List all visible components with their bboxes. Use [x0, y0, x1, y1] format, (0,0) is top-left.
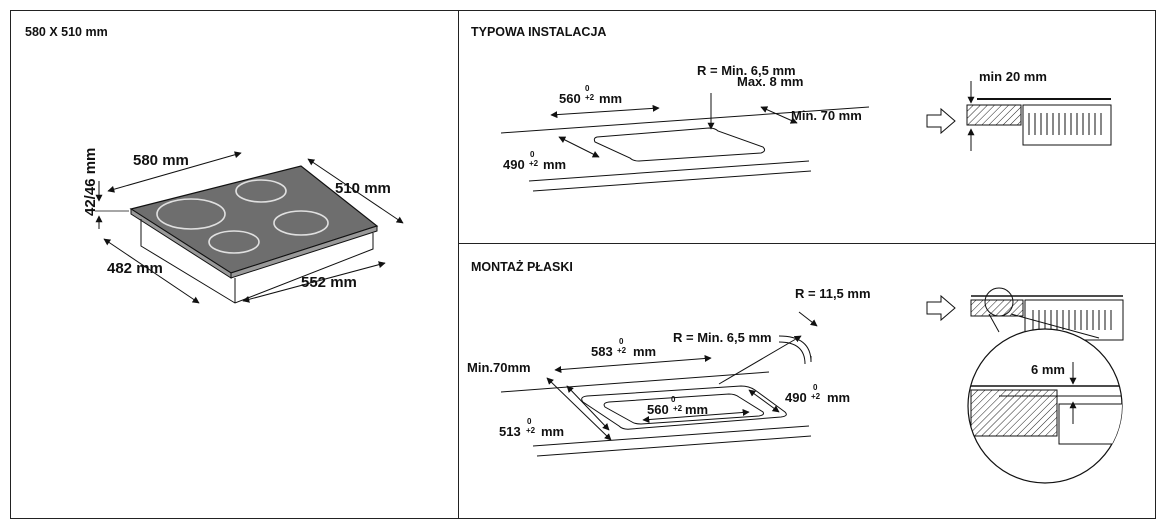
label-six-mm: 6 mm [1031, 362, 1065, 377]
label-tol-top-4: 0 [527, 417, 532, 426]
label-cut-width: 482 mm [107, 260, 163, 277]
burner-back [235, 179, 287, 203]
panel-title-flush: MONTAŻ PŁASKI [471, 260, 573, 274]
recess-inner [603, 393, 764, 425]
label-min70: Min.70mm [467, 360, 531, 375]
label-inner-depth: 490 [785, 390, 807, 405]
arrow-pointer-icon-2 [926, 294, 956, 322]
burner-right [273, 210, 329, 236]
label-min-20: min 20 mm [979, 69, 1047, 84]
hob-section-hatched [966, 104, 1022, 126]
cutout-outline [593, 127, 766, 162]
label-tol-top-2: 0 [530, 150, 535, 159]
label-outer-depth: 513 [499, 424, 521, 439]
burner-large [156, 198, 226, 230]
label-tol-bot-6: +2 [811, 392, 821, 401]
hob-drawing: 580 mm 510 mm 42/46 mm 482 mm 552 mm [82, 148, 404, 304]
flush-install-drawing: R = 11,5 mm R = Min. 6,5 mm 583 0 +2 mm … [467, 286, 1124, 484]
label-tol-bot-2: +2 [529, 159, 539, 168]
label-unit: mm [599, 91, 622, 106]
label-tol-top-6: 0 [813, 383, 818, 392]
label-tol-top-5: 0 [671, 395, 676, 404]
worktop-section [1022, 104, 1112, 146]
label-height: 42/46 mm [82, 148, 99, 216]
label-tol-top: 0 [585, 84, 590, 93]
label-width-val: 560 [559, 91, 581, 106]
panel-hob-dimensions: 580 X 510 mm [10, 10, 459, 519]
label-unit-6: mm [827, 390, 850, 405]
label-unit-2: mm [543, 157, 566, 172]
standard-install-drawing: R = Min. 6,5 mm Max. 8 mm 560 0 +2 mm 49… [500, 63, 1112, 192]
label-tol-bot-3: +2 [617, 346, 627, 355]
hob-section-flush [970, 299, 1024, 317]
label-unit-3: mm [633, 344, 656, 359]
label-unit-5: mm [685, 402, 708, 417]
panel-title-standard: TYPOWA INSTALACJA [471, 25, 607, 39]
label-radius: R = Min. 6,5 mm [697, 63, 796, 78]
label-radius-inner: R = Min. 6,5 mm [673, 330, 772, 345]
detail-marker-circle [984, 287, 1014, 317]
burner-front [208, 230, 260, 254]
arrow-pointer-icon [926, 107, 956, 135]
label-tol-bot-4: +2 [526, 426, 536, 435]
label-tol-bot-5: +2 [673, 404, 683, 413]
label-outer-width: 583 [591, 344, 613, 359]
label-inner-width: 560 [647, 402, 669, 417]
label-radius-max: Max. 8 mm [737, 74, 803, 89]
panel-standard-installation: TYPOWA INSTALACJA R = Min. 6,5 mm [458, 10, 1156, 244]
label-tol-top-3: 0 [619, 337, 624, 346]
label-depth-val: 490 [503, 157, 525, 172]
label-tol-bot: +2 [585, 93, 595, 102]
label-radius-outer: R = 11,5 mm [795, 286, 871, 301]
label-min-dist: Min. 70 mm [791, 108, 862, 123]
label-depth: 510 mm [335, 180, 391, 197]
label-unit-4: mm [541, 424, 564, 439]
panel-title-size: 580 X 510 mm [25, 25, 108, 39]
label-cut-depth: 552 mm [301, 274, 357, 291]
label-width: 580 mm [133, 152, 189, 169]
panel-flush-installation: MONTAŻ PŁASKI [458, 243, 1156, 519]
